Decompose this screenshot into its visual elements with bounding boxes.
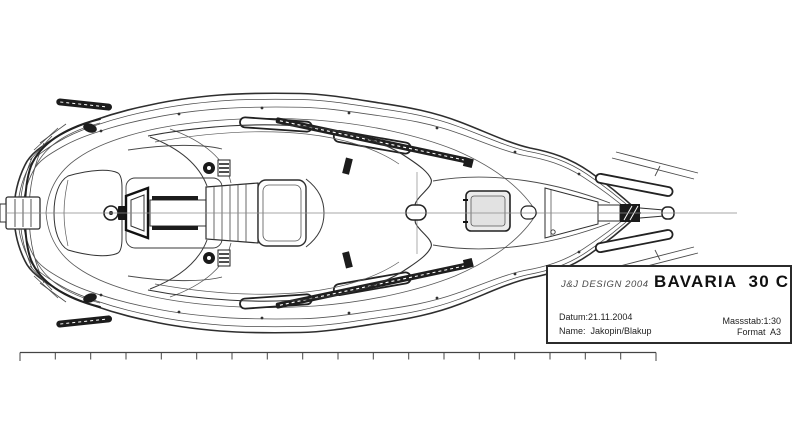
stanchion-bases [99,106,581,176]
format-label: Format A3 [736,327,781,337]
date-label: Datum:21.11.2004 [559,312,633,322]
scale-label: Massstab:1:30 [722,316,781,326]
sheet-car [342,157,353,175]
stern-pushpit-rail [24,118,101,212]
deck-cleat [520,205,537,220]
aft-track [56,98,113,111]
stern-fan-lines [29,123,67,161]
aft-cleat [83,123,97,133]
foredeck-hatch [463,190,511,232]
bow-pulpit-rail [594,172,674,197]
track-end-fitting [462,157,474,169]
drawn-by-label: Name: Jakopin/Blakup [559,326,652,336]
title-block: J&J DESIGN 2004 BAVARIA 30 C Datum:21.11… [546,265,792,344]
bow-rigging-lines [611,151,699,180]
designer-credit: J&J DESIGN 2004 [561,279,649,290]
cabin-handrail [239,116,412,155]
boat-model-title: BAVARIA 30 C [654,272,790,291]
coaming-arc [149,136,208,187]
rope-clutch [217,159,231,177]
scale-ruler [19,351,657,361]
mast [405,172,427,254]
foredeck-seam [432,176,611,204]
cockpit-bench [127,144,223,151]
